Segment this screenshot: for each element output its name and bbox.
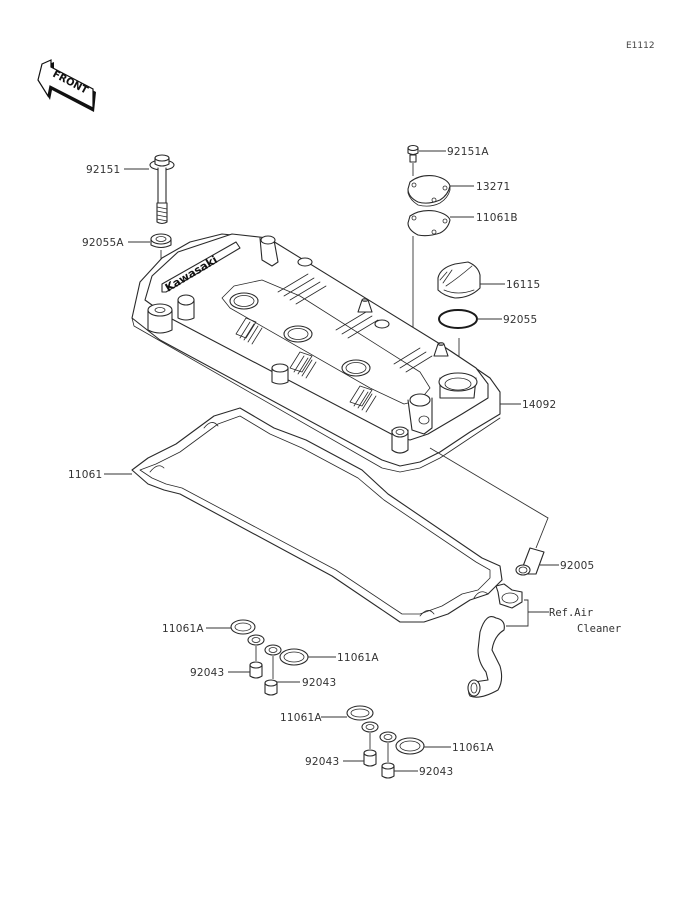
front-arrow-icon: FRONT [37,59,96,112]
label-92043-2[interactable]: 92043 [302,677,336,689]
part-seal-3[interactable] [361,721,379,733]
part-11061A-1[interactable] [230,619,256,635]
part-11061B[interactable] [407,210,451,237]
part-11061A-3[interactable] [346,705,374,721]
label-92055A[interactable]: 92055A [82,237,124,249]
diagram-code: E1112 [626,41,655,51]
part-92043-4[interactable] [381,762,395,779]
seal-group-1 [230,619,309,696]
part-92151[interactable] [149,154,175,225]
label-11061A-4[interactable]: 11061A [452,742,494,754]
label-13271[interactable]: 13271 [476,181,510,193]
label-14092[interactable]: 14092 [522,399,556,411]
part-seal-2[interactable] [264,644,282,656]
part-11061[interactable] [131,407,503,623]
part-clamp[interactable] [495,583,523,609]
part-92043-1[interactable] [249,661,263,679]
part-seal-4[interactable] [379,731,397,743]
part-13271[interactable] [407,175,451,207]
part-92151A[interactable] [407,144,419,163]
label-92043-1[interactable]: 92043 [190,667,224,679]
seal-group-2 [346,705,425,779]
part-92055A[interactable] [150,233,172,249]
part-16115[interactable] [437,261,481,299]
label-11061B[interactable]: 11061B [476,212,518,224]
part-14092[interactable]: Kawasaki [131,233,501,473]
part-92005[interactable] [515,547,545,576]
label-11061A-2[interactable]: 11061A [337,652,379,664]
part-11061A-2[interactable] [279,648,309,666]
part-92043-3[interactable] [363,749,377,767]
label-92151A[interactable]: 92151A [447,146,489,158]
label-92043-3[interactable]: 92043 [305,756,339,768]
label-11061A-1[interactable]: 11061A [162,623,204,635]
ref-air-cleaner-line1[interactable]: Ref.Air [549,607,593,619]
label-11061[interactable]: 11061 [68,469,102,481]
part-seal-1[interactable] [247,634,265,646]
label-16115[interactable]: 16115 [506,279,540,291]
label-92043-4[interactable]: 92043 [419,766,453,778]
part-92055[interactable] [438,309,478,329]
part-11061A-4[interactable] [395,737,425,755]
label-11061A-3[interactable]: 11061A [280,712,322,724]
part-breather-hose[interactable] [467,616,505,698]
part-92043-2[interactable] [264,679,278,696]
label-92005[interactable]: 92005 [560,560,594,572]
label-92055[interactable]: 92055 [503,314,537,326]
label-92151[interactable]: 92151 [86,164,120,176]
ref-air-cleaner-line2[interactable]: Cleaner [577,623,621,635]
